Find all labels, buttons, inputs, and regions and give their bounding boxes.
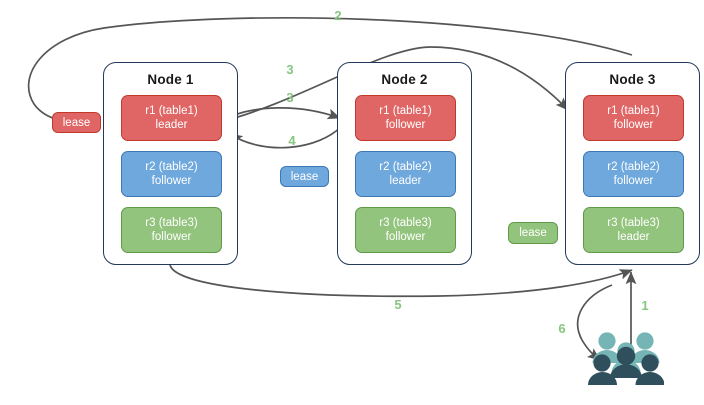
node-2-replica-r2[interactable]: r2 (table2) leader xyxy=(355,151,456,197)
replica-role: follower xyxy=(151,175,192,187)
step-label-3a: 3 xyxy=(286,62,294,77)
users-group-icon xyxy=(588,330,665,386)
replica-role: follower xyxy=(385,119,426,131)
replica-role: leader xyxy=(389,175,422,187)
replica-name: r1 (table1) xyxy=(607,105,660,117)
replica-name: r3 (table3) xyxy=(145,217,198,229)
replica-role: follower xyxy=(385,231,426,243)
node-2-box[interactable]: Node 2 r1 (table1) follower r2 (table2) … xyxy=(337,62,472,265)
lease-label: lease xyxy=(62,116,91,129)
node-3-replica-r2[interactable]: r2 (table2) follower xyxy=(583,151,684,197)
node-3-replica-r3[interactable]: r3 (table3) leader xyxy=(583,207,684,253)
lease-label: lease xyxy=(290,170,319,183)
node-1-box[interactable]: Node 1 r1 (table1) leader r2 (table2) fo… xyxy=(103,62,238,265)
replica-name: r3 (table3) xyxy=(607,217,660,229)
replica-name: r3 (table3) xyxy=(379,217,432,229)
replica-name: r2 (table2) xyxy=(145,161,198,173)
replica-role: leader xyxy=(617,231,650,243)
replica-name: r1 (table1) xyxy=(145,105,198,117)
replica-name: r2 (table2) xyxy=(379,161,432,173)
replica-role: follower xyxy=(151,231,192,243)
lease-chip-blue[interactable]: lease xyxy=(280,166,329,187)
replica-role: follower xyxy=(613,175,654,187)
step-label-3b: 3 xyxy=(286,90,294,105)
node-2-title: Node 2 xyxy=(381,72,428,87)
step-label-1: 1 xyxy=(641,298,649,313)
node-1-title: Node 1 xyxy=(147,72,194,87)
step-label-6: 6 xyxy=(558,321,566,336)
node-3-box[interactable]: Node 3 r1 (table1) follower r2 (table2) … xyxy=(565,62,700,265)
lease-chip-red[interactable]: lease xyxy=(52,112,101,133)
arrow-step-5 xyxy=(169,264,633,298)
node-3-title: Node 3 xyxy=(609,72,656,87)
step-label-2: 2 xyxy=(334,8,342,23)
lease-label: lease xyxy=(519,227,547,239)
node-2-replica-r3[interactable]: r3 (table3) follower xyxy=(355,207,456,253)
arrow-step-3-to-node2 xyxy=(220,107,341,122)
step-label-4: 4 xyxy=(288,133,296,148)
replica-name: r2 (table2) xyxy=(607,161,660,173)
node-2-replica-r1[interactable]: r1 (table1) follower xyxy=(355,95,456,141)
node-3-replica-r1[interactable]: r1 (table1) follower xyxy=(583,95,684,141)
replica-role: follower xyxy=(613,119,654,131)
node-1-replica-r2[interactable]: r2 (table2) follower xyxy=(121,151,222,197)
step-label-5: 5 xyxy=(394,297,402,312)
users-group-svg xyxy=(588,332,665,385)
replica-role: leader xyxy=(155,119,188,131)
lease-chip-green[interactable]: lease xyxy=(508,222,558,244)
node-1-replica-r1[interactable]: r1 (table1) leader xyxy=(121,95,222,141)
replica-name: r1 (table1) xyxy=(379,105,432,117)
node-1-replica-r3[interactable]: r3 (table3) follower xyxy=(121,207,222,253)
